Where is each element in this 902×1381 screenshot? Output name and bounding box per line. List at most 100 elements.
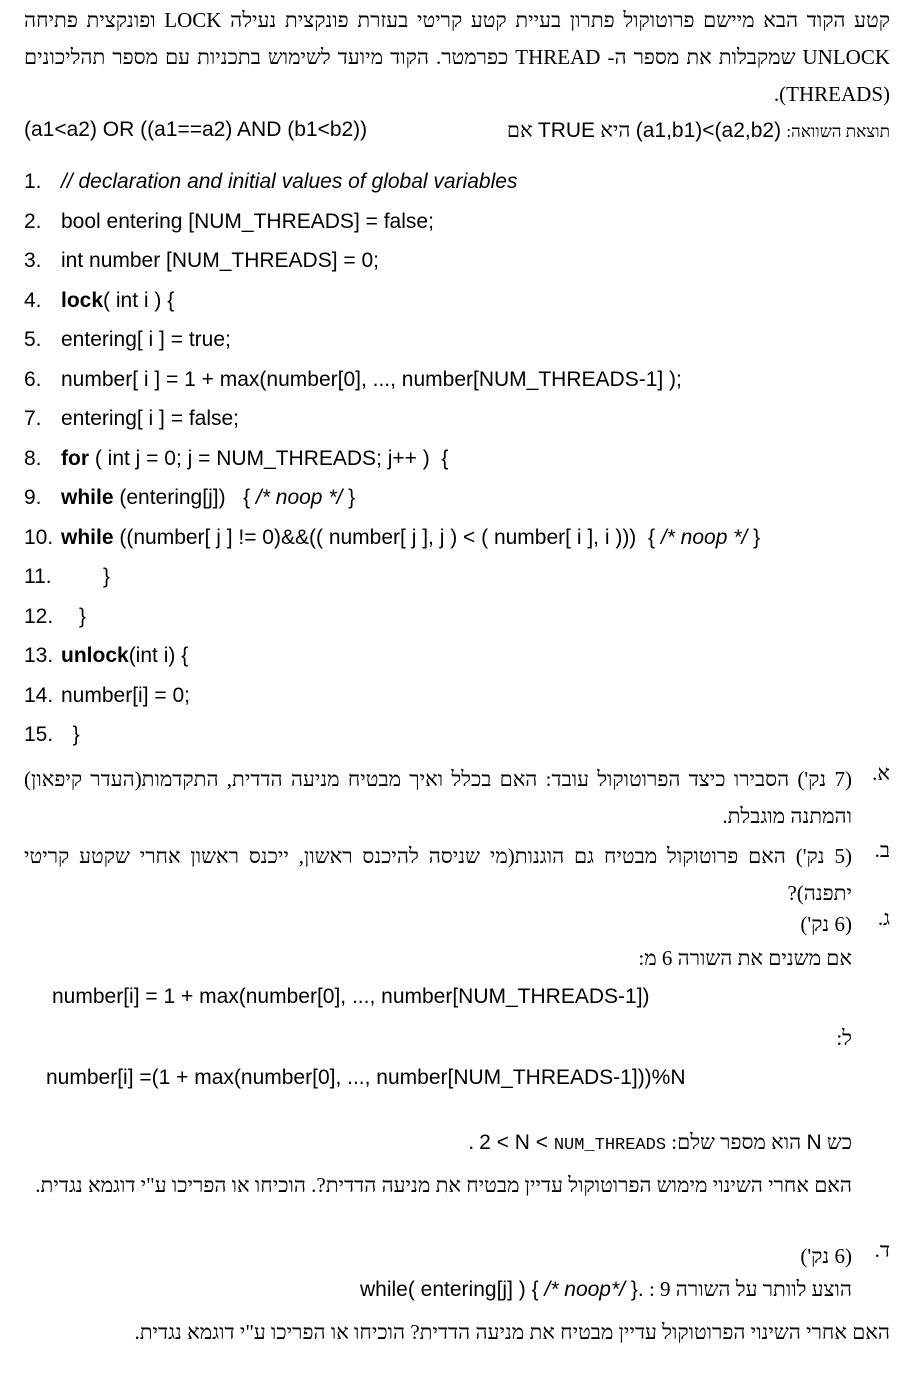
code-text: number[ i ] = 1 + max(number[0], ..., nu… [61, 367, 682, 391]
code-text: (entering[j]) { [113, 486, 256, 509]
code-line-number: 15. [24, 723, 54, 746]
question-c-change-from: אם משנים את השורה 6 מ: [638, 946, 852, 970]
question-c-question: האם אחרי השינוי מימוש הפרוטוקול עדיין מב… [24, 1167, 890, 1204]
code-text: number[i] = 0; [61, 683, 190, 707]
code-line: 9.while (entering[j]) { /* noop */ } [24, 478, 884, 518]
question-a-text: (7 נק') הסבירו כיצד הפרוטוקול עובד: האם … [24, 767, 852, 828]
code-text: } [61, 723, 80, 746]
formula-original: number[i] = 1 + max(number[0], ..., numb… [52, 985, 650, 1008]
question-c-question-text: האם אחרי השינוי מימוש הפרוטוקול עדיין מב… [35, 1173, 852, 1197]
question-c-label: ג. [877, 906, 890, 930]
code-line-number: 11. [24, 565, 52, 588]
code-line-number: 6. [24, 367, 42, 391]
code-line-content: number[ i ] = 1 + max(number[0], ..., nu… [61, 368, 682, 391]
code-line-number: 12. [24, 604, 54, 628]
code-line-number: 10. [24, 525, 54, 549]
code-line-number: 7. [24, 407, 42, 430]
code-line-content: int number [NUM_THREADS] = 0; [61, 249, 379, 272]
code-comment: /* noop */ [255, 486, 343, 509]
where-prefix: כש [826, 1130, 852, 1154]
code-line-number: 4. [24, 288, 42, 312]
code-text: entering[ i ] = true; [61, 328, 231, 351]
code-line-number: 2. [24, 209, 42, 233]
code-keyword: for [61, 446, 89, 470]
question-d: ד. (6 נק') [24, 1238, 890, 1275]
code-line: 8. for ( int j = 0; j = NUM_THREADS; j++ … [24, 439, 884, 479]
question-d-question-text: האם אחרי השינוי הפרוטוקול עדיין מבטיח את… [134, 1320, 890, 1344]
code-line-number: 13. [24, 644, 54, 667]
where-cond-const: NUM_THREADS [553, 1136, 667, 1155]
suggest-code-comment: /* noop*/ [544, 1278, 625, 1301]
comparison-label: תוצאת השוואה: [786, 122, 890, 141]
code-line: 13. unlock(int i) { [24, 636, 884, 676]
code-line: 6. number[ i ] = 1 + max(number[0], ..., … [24, 360, 884, 400]
code-line-content: entering[ i ] = true; [61, 328, 231, 351]
question-c-points: (6 נק') [800, 912, 852, 936]
question-d-suggest: הוצע לוותר על השורה 9 : while( entering[… [24, 1277, 890, 1302]
comparison-expr: (a1,b1)<(a2,b2) [635, 119, 782, 142]
code-line-content: number[i] = 0; [61, 684, 190, 707]
code-line-number: 3. [24, 249, 42, 272]
code-keyword: unlock [61, 644, 129, 667]
code-line-content: // declaration and initial values of glo… [61, 170, 517, 193]
code-text: } [79, 604, 87, 628]
code-text: ((number[ j ] != 0)&&(( number[ j ], j )… [113, 525, 661, 549]
code-line: 5. entering[ i ] = true; [24, 320, 884, 360]
suggest-code-end: } [625, 1278, 638, 1301]
suggest-code: while( entering[j] ) { /* noop*/ }. [360, 1278, 644, 1301]
code-keyword: lock [61, 288, 104, 312]
question-b: ב. (5 נק') האם פרוטוקול מבטיח גם הוגנות(… [24, 838, 890, 912]
code-line-content: unlock(int i) { [61, 644, 188, 667]
code-line: 7. entering[ i ] = false; [24, 399, 884, 439]
comparison-is: היא [600, 118, 631, 142]
code-text: } [103, 565, 111, 588]
question-b-label: ב. [874, 838, 890, 862]
code-comment: /* noop */ [660, 525, 748, 549]
question-a: א. (7 נק') הסבירו כיצד הפרוטוקול עובד: ה… [24, 761, 890, 835]
code-line-number: 8. [24, 446, 42, 470]
code-line: 3. int number [NUM_THREADS] = 0; [24, 241, 884, 281]
code-text: } [342, 486, 356, 509]
question-d-label: ד. [874, 1238, 890, 1262]
comparison-definition: (a1<a2) OR ((a1==a2) AND (b1<b2)) תוצאת … [24, 113, 890, 147]
code-line-content: while (entering[j]) { /* noop */ } [61, 486, 355, 509]
formula-modified: number[i] =(1 + max(number[0], ..., numb… [46, 1066, 686, 1089]
code-line-content: while ((number[ j ] != 0)&&(( number[ j … [61, 526, 760, 549]
question-d-question: האם אחרי השינוי הפרוטוקול עדיין מבטיח את… [24, 1314, 890, 1351]
intro-paragraph: קטע הקוד הבא מיישם פרוטוקול פתרון בעיית … [24, 8, 890, 106]
code-line-number: 5. [24, 328, 42, 351]
code-text: entering[ i ] = false; [61, 407, 240, 430]
comparison-condition: (a1<a2) OR ((a1==a2) AND (b1<b2)) [24, 118, 368, 141]
code-keyword: while [61, 525, 114, 549]
code-line: 10. while ((number[ j ] != 0)&&(( number[… [24, 518, 884, 558]
question-d-points: (6 נק') [800, 1244, 852, 1268]
code-text: } [747, 525, 761, 549]
code-line: 2. bool entering [NUM_THREADS] = false; [24, 202, 884, 242]
code-line-content: for ( int j = 0; j = NUM_THREADS; j++ ) … [61, 447, 448, 470]
code-line: 11.} [24, 557, 884, 597]
code-text: (int i) { [128, 644, 189, 667]
comparison-if: אם [506, 118, 533, 142]
code-line: 14.number[i] = 0; [24, 676, 884, 716]
comparison-statement: תוצאת השוואה: (a1,b1)<(a2,b2) היא TRUE א… [507, 113, 890, 149]
code-text: ( int j = 0; j = NUM_THREADS; j++ ) { [89, 446, 449, 470]
question-c-to: ל: [836, 1026, 852, 1050]
suggest-text: הוצע לוותר על השורה 9 : [648, 1277, 852, 1301]
code-text: int number [NUM_THREADS] = 0; [61, 249, 380, 272]
where-end: . [468, 1130, 474, 1154]
code-comment: // declaration and initial values of glo… [61, 170, 518, 193]
code-line-content: entering[ i ] = false; [61, 407, 239, 430]
question-a-label: א. [872, 761, 890, 785]
question-b-text: (5 נק') האם פרוטוקול מבטיח גם הוגנות(מי … [24, 844, 852, 905]
where-condition: 2 < N < NUM_THREADS [479, 1131, 667, 1155]
code-text: ( int i ) { [103, 288, 175, 312]
code-text: bool entering [NUM_THREADS] = false; [61, 209, 434, 233]
suggest-code-stmt: while( entering[j] ) { [360, 1278, 545, 1301]
question-c-where: כש N הוא מספר שלם: 2 < N < NUM_THREADS . [24, 1130, 890, 1155]
code-line-content: bool entering [NUM_THREADS] = false; [61, 210, 434, 233]
code-keyword: while [61, 486, 114, 509]
where-var: N [806, 1131, 822, 1154]
code-line: 15. } [24, 715, 884, 755]
code-line: 12.} [24, 597, 884, 637]
